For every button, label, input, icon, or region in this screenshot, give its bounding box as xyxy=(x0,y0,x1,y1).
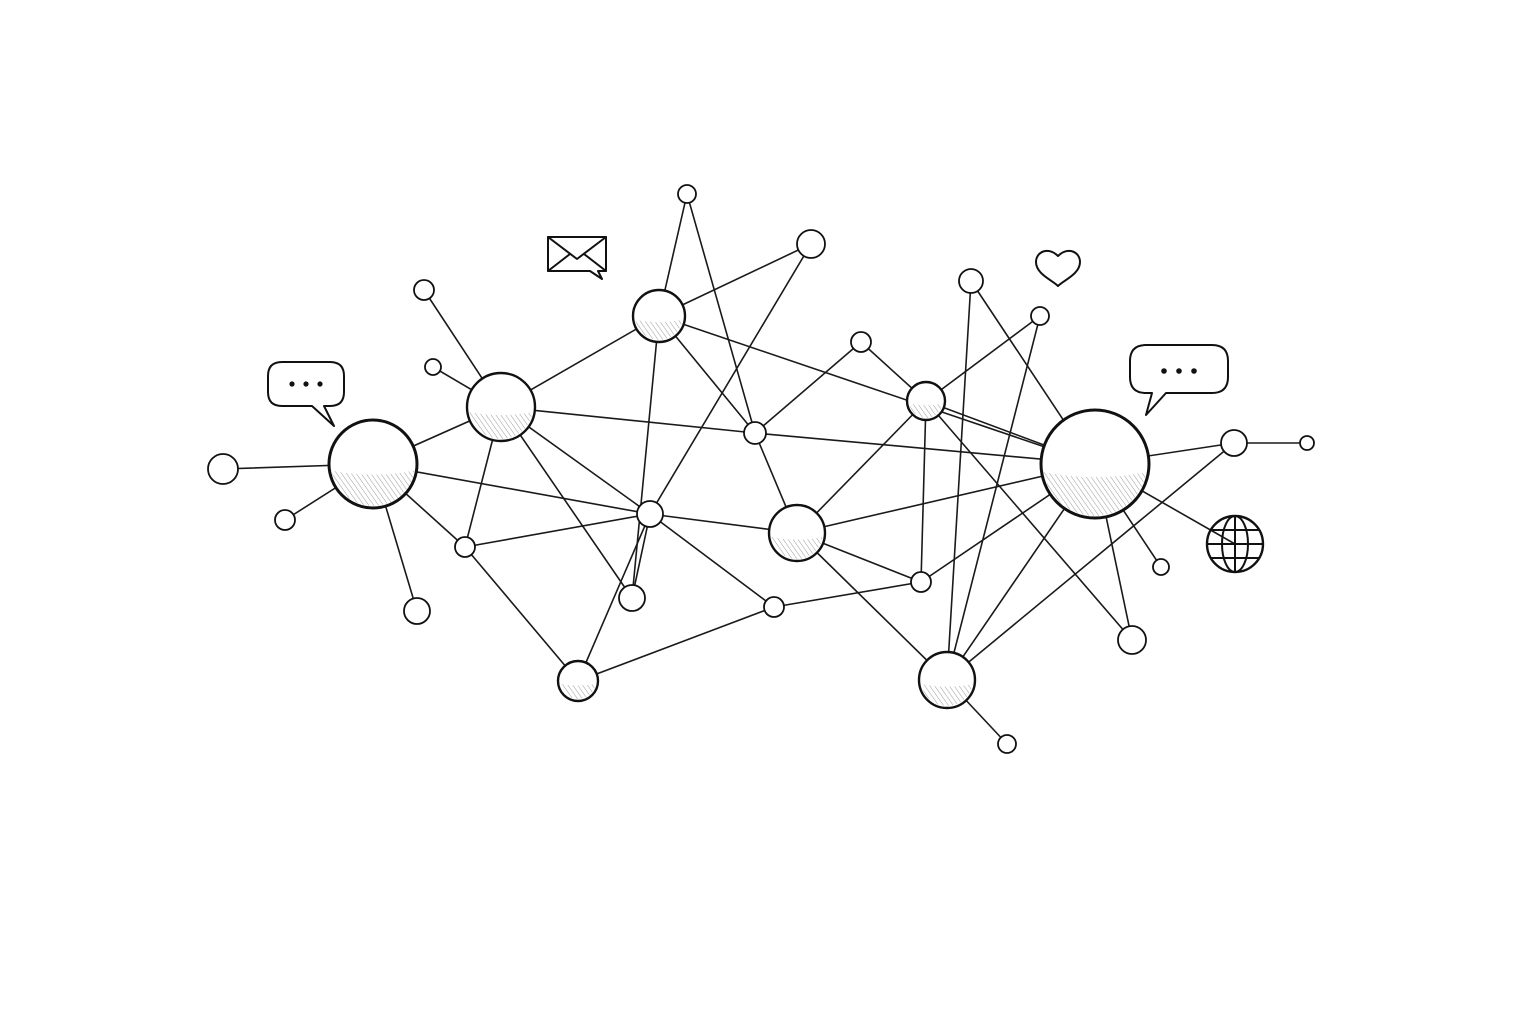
node-e xyxy=(207,453,239,485)
speech-bubble-icon xyxy=(1129,344,1229,416)
node-q xyxy=(1220,429,1248,457)
node-h xyxy=(454,536,476,558)
node-shading xyxy=(635,319,683,340)
node-T1 xyxy=(631,288,687,344)
node-n xyxy=(910,571,932,593)
node-shading xyxy=(331,470,415,506)
node-b xyxy=(796,229,826,259)
node-f xyxy=(274,509,296,531)
node-i xyxy=(636,500,664,528)
edge-R1-t xyxy=(925,400,1133,641)
node-layer xyxy=(207,184,1315,754)
edge-B1-m xyxy=(577,606,775,682)
node-B2 xyxy=(917,650,977,710)
node-g xyxy=(403,597,431,625)
node-R xyxy=(1039,408,1151,520)
node-shading xyxy=(921,684,973,706)
globe-icon xyxy=(1205,514,1265,574)
edge-h-B1 xyxy=(464,546,579,682)
node-shading xyxy=(469,412,533,439)
node-d xyxy=(424,358,442,376)
envelope-icon xyxy=(547,236,607,280)
node-r xyxy=(1299,435,1315,451)
node-s xyxy=(1152,558,1170,576)
edge-h-i xyxy=(464,513,651,548)
edge-R1-p xyxy=(925,315,1041,402)
node-shading xyxy=(1043,472,1147,516)
edge-i-j xyxy=(631,513,651,599)
node-M1 xyxy=(767,503,827,563)
node-a xyxy=(677,184,697,204)
node-j xyxy=(618,584,646,612)
heart-icon xyxy=(1035,249,1081,287)
edge-i-B1 xyxy=(577,513,651,682)
node-u xyxy=(997,734,1017,754)
node-o xyxy=(958,268,984,294)
edge-p-B2 xyxy=(946,315,1041,681)
node-shading xyxy=(771,537,823,559)
node-R1 xyxy=(905,380,947,422)
edge-k-l xyxy=(754,341,862,434)
edge-T1-j xyxy=(631,315,660,599)
edge-R1-M1 xyxy=(796,400,927,534)
node-L2 xyxy=(465,371,537,443)
edge-L2-k xyxy=(500,406,756,434)
edge-b-i xyxy=(649,243,812,515)
edge-o-B2 xyxy=(946,280,972,681)
edge-a-k xyxy=(686,193,756,434)
edge-T1-R xyxy=(658,315,1096,465)
edge-i-m xyxy=(649,513,775,608)
edge-m-n xyxy=(773,581,922,608)
speech-bubble-icon xyxy=(267,361,345,427)
node-shading xyxy=(909,403,943,419)
node-k xyxy=(743,421,767,445)
edge-L-i xyxy=(372,463,651,515)
node-m xyxy=(763,596,785,618)
node-p xyxy=(1030,306,1050,326)
edge-T1-b xyxy=(658,243,812,317)
node-L xyxy=(327,418,419,510)
node-c xyxy=(413,279,435,301)
node-l xyxy=(850,331,872,353)
node-t xyxy=(1117,625,1147,655)
node-shading xyxy=(560,683,596,700)
edge-M1-B2 xyxy=(796,532,948,681)
node-B1 xyxy=(556,659,600,703)
edge-R1-n xyxy=(920,400,927,583)
edge-L2-j xyxy=(500,406,633,599)
edge-B2-q xyxy=(946,442,1235,681)
